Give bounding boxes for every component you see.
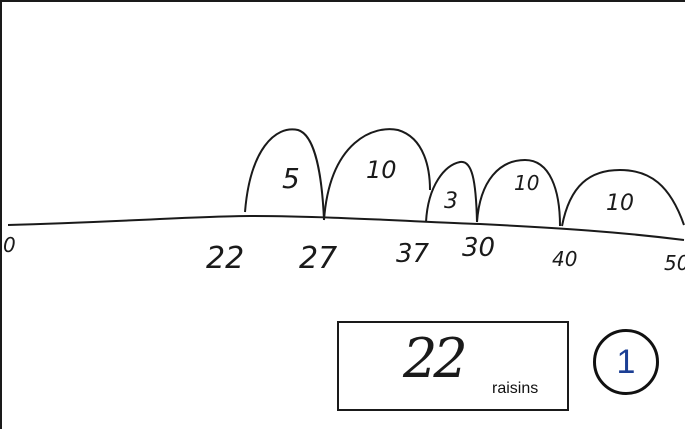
number-label: 40 — [552, 247, 577, 271]
jump-label: 10 — [514, 171, 539, 195]
number-label: 30 — [462, 233, 495, 263]
number-label: 0 — [3, 233, 16, 257]
number-line — [7, 214, 685, 241]
number-label: 22 — [206, 241, 244, 276]
jump-arc — [244, 128, 325, 221]
jump-arc — [476, 158, 561, 227]
jump-arc — [323, 128, 431, 221]
jump-label: 10 — [366, 156, 397, 184]
jump-label: 3 — [444, 189, 458, 214]
number-label: 27 — [299, 241, 337, 276]
jump-label: 10 — [606, 191, 634, 216]
jump-arc — [425, 160, 478, 223]
answer-value: 22 — [403, 327, 468, 390]
number-label: 50 — [664, 251, 685, 275]
question-number-badge: 1 — [593, 329, 659, 395]
jump-arc — [561, 168, 685, 227]
answer-box: 22 raisins — [337, 321, 569, 411]
number-label: 37 — [396, 239, 430, 269]
jump-label: 5 — [282, 162, 300, 195]
answer-unit: raisins — [492, 380, 539, 397]
